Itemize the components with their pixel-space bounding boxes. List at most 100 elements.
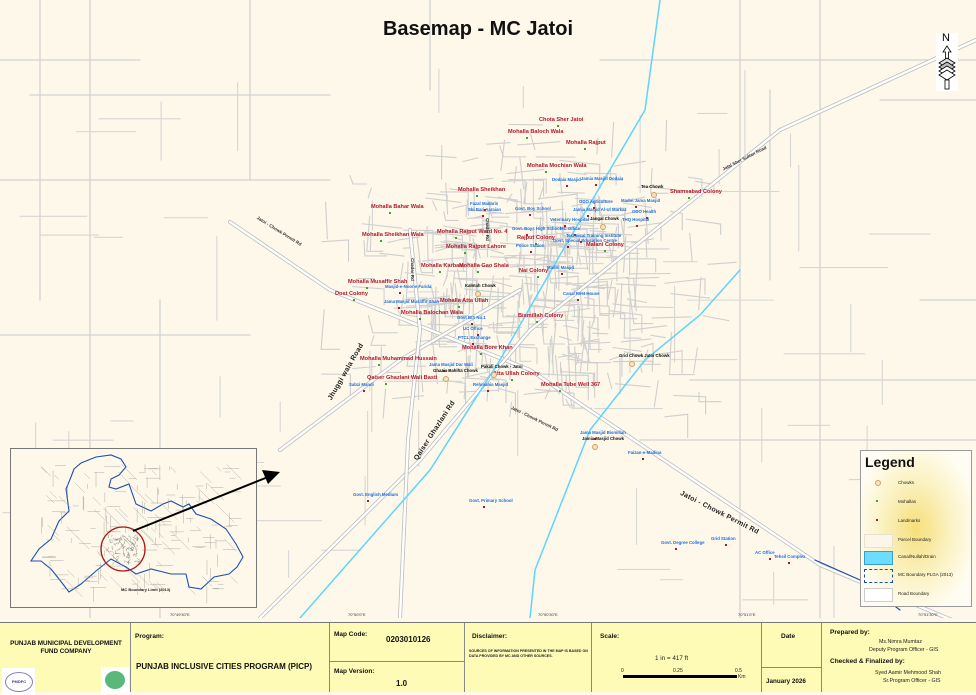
landmark-label-marker-icon[interactable]	[675, 548, 677, 550]
landmark-label-marker-icon[interactable]	[567, 246, 569, 248]
inset-road	[112, 562, 114, 565]
inset-road	[137, 558, 141, 561]
mohalla-label-marker-icon[interactable]	[537, 276, 539, 278]
street	[321, 310, 339, 350]
chowk-label-marker-icon[interactable]	[651, 192, 657, 198]
chowk-label-marker-icon[interactable]	[475, 291, 481, 297]
landmark-label: Jama Masjid Musaffir Shah	[384, 300, 439, 304]
landmark-label-marker-icon[interactable]	[635, 206, 637, 208]
landmark-label-marker-icon[interactable]	[399, 292, 401, 294]
chowk-label-marker-icon[interactable]	[629, 361, 635, 367]
mohalla-label: Mohalla Muhammad Hussain	[360, 357, 437, 363]
inset-road	[101, 575, 107, 581]
mohalla-label-marker-icon[interactable]	[476, 195, 478, 197]
main-road-casing	[280, 290, 520, 450]
street	[535, 261, 536, 291]
landmark-label-marker-icon[interactable]	[472, 343, 474, 345]
landmark-label-marker-icon[interactable]	[561, 273, 563, 275]
mohalla-label-marker-icon[interactable]	[419, 318, 421, 320]
street	[447, 271, 466, 295]
map-version: 1.0	[396, 679, 407, 688]
mohalla-label-marker-icon[interactable]	[439, 271, 441, 273]
street	[518, 142, 560, 145]
scale-label: Scale:	[600, 633, 619, 640]
mohalla-label: Mohalla Balochan Wala	[401, 311, 463, 317]
inset-road	[75, 483, 85, 493]
mohalla-label-marker-icon[interactable]	[477, 271, 479, 273]
chowk-label-marker-icon[interactable]	[600, 224, 606, 230]
chowk-label: Grid Chowk Jatoi Chowk	[619, 354, 670, 358]
legend: Legend Chowks Mohallas Landmarks Parcel …	[860, 450, 972, 607]
mohalla-label-marker-icon[interactable]	[604, 250, 606, 252]
program-cell: Program: PUNJAB INCLUSIVE CITIES PROGRAM…	[131, 623, 330, 692]
street	[443, 275, 447, 285]
mohalla-label-marker-icon[interactable]	[464, 252, 466, 254]
mohalla-label-marker-icon[interactable]	[688, 197, 690, 199]
street	[623, 203, 651, 207]
landmark-label-marker-icon[interactable]	[769, 558, 771, 560]
mohalla-label-marker-icon[interactable]	[557, 125, 559, 127]
inset-road	[115, 509, 128, 522]
program-name: PUNJAB INCLUSIVE CITIES PROGRAM (PICP)	[136, 662, 312, 671]
landmark-label: Canal Rest House	[563, 292, 600, 296]
mohalla-label-marker-icon[interactable]	[480, 353, 482, 355]
landmark-label-marker-icon[interactable]	[642, 458, 644, 460]
landmark-label-marker-icon[interactable]	[577, 299, 579, 301]
landmark-label-marker-icon[interactable]	[636, 225, 638, 227]
landmark-label-marker-icon[interactable]	[398, 307, 400, 309]
mohalla-label-marker-icon[interactable]	[455, 237, 457, 239]
inset-road	[115, 553, 116, 554]
mohalla-label-marker-icon[interactable]	[584, 148, 586, 150]
landmark-label-marker-icon[interactable]	[526, 234, 528, 236]
landmark-label-marker-icon[interactable]	[725, 544, 727, 546]
landmark-label-marker-icon[interactable]	[471, 323, 473, 325]
landmark-label-marker-icon[interactable]	[788, 562, 790, 564]
inset-road	[118, 541, 120, 544]
mohalla-label-marker-icon[interactable]	[526, 137, 528, 139]
mohalla-label-marker-icon[interactable]	[353, 299, 355, 301]
inset-road	[53, 535, 59, 541]
street	[694, 348, 698, 373]
mohalla-label-marker-icon[interactable]	[536, 321, 538, 323]
inset-road	[135, 542, 136, 546]
street	[472, 266, 473, 296]
landmark-label-marker-icon[interactable]	[566, 185, 568, 187]
mohalla-label-marker-icon[interactable]	[380, 240, 382, 242]
street	[651, 335, 666, 337]
north-arrow-icon: N	[936, 33, 958, 91]
landmark-label-marker-icon[interactable]	[530, 251, 532, 253]
landmark-label-marker-icon[interactable]	[482, 215, 484, 217]
street	[433, 201, 437, 210]
landmark-label-marker-icon[interactable]	[367, 500, 369, 502]
mohalla-label-marker-icon[interactable]	[389, 212, 391, 214]
map-code-label: Map Code:	[334, 631, 367, 638]
landmark-label-marker-icon[interactable]	[595, 184, 597, 186]
chowk-label-marker-icon[interactable]	[592, 444, 598, 450]
mohalla-label: Malani Colony	[586, 243, 624, 249]
chowk-label-marker-icon[interactable]	[491, 372, 497, 378]
mohalla-label-marker-icon[interactable]	[378, 364, 380, 366]
landmark-label-marker-icon[interactable]	[363, 390, 365, 392]
inset-road	[216, 504, 234, 522]
road-label: Chadar Rd	[410, 258, 415, 281]
landmark-label-marker-icon[interactable]	[483, 506, 485, 508]
scale-unit: Km	[738, 674, 746, 680]
street	[564, 326, 578, 329]
street	[665, 279, 705, 294]
landmark-label-marker-icon[interactable]	[487, 390, 489, 392]
mohalla-label-marker-icon[interactable]	[545, 171, 547, 173]
mohalla-label-marker-icon[interactable]	[559, 390, 561, 392]
mohalla-label: Mohalla Rajput Ward No. 4	[437, 230, 507, 236]
mohalla-label-marker-icon[interactable]	[458, 306, 460, 308]
scale-tick: 0	[621, 668, 624, 674]
chowk-label-marker-icon[interactable]	[443, 376, 449, 382]
mohalla-label-marker-icon[interactable]	[385, 383, 387, 385]
mohalla-label-marker-icon[interactable]	[511, 379, 513, 381]
street	[645, 229, 647, 257]
mohalla-label-marker-icon[interactable]	[366, 287, 368, 289]
landmark-label-marker-icon[interactable]	[529, 214, 531, 216]
mohalla-label: Mohalla Gao Shala	[459, 264, 509, 270]
street	[627, 277, 659, 278]
landmark-label: Jama Masjid Bismillah	[580, 431, 626, 435]
